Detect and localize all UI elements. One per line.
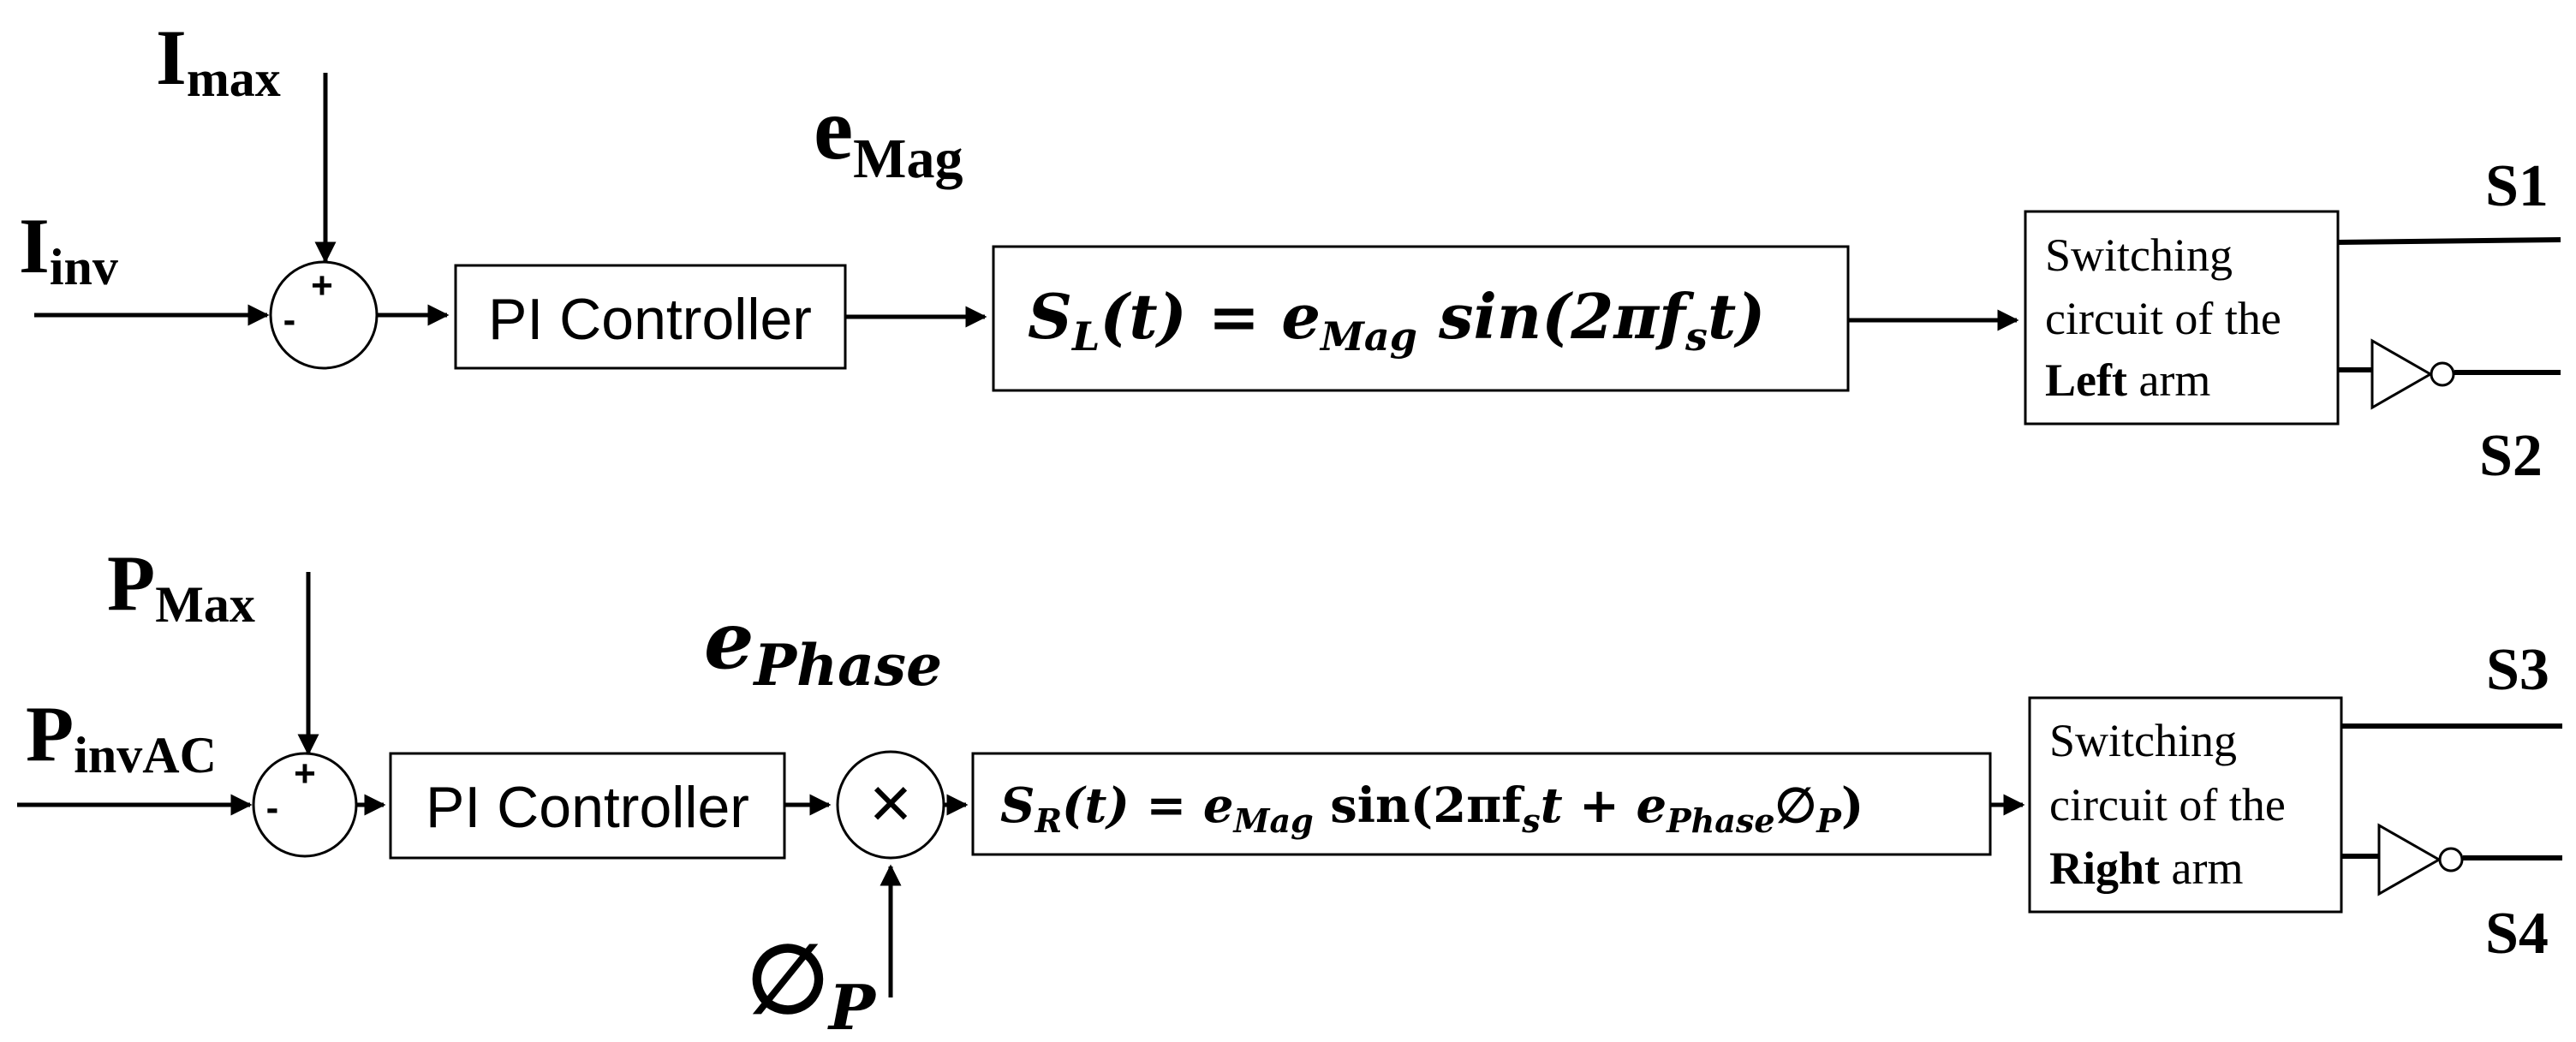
sum-minus-top: - — [283, 299, 296, 341]
imax-label: Imax — [156, 14, 281, 107]
not-gate-left-bubble-icon — [2430, 361, 2455, 387]
switching-circuit-right-block — [2028, 696, 2343, 914]
sum-minus-bottom: - — [266, 787, 279, 829]
switching-right-line3: Right arm — [2049, 843, 2243, 894]
s1-label: S1 — [2485, 153, 2549, 219]
sum-plus-bottom: + — [294, 753, 316, 795]
top-control-loop: Imax Iinv + - PI Controller eMag SL(t) =… — [19, 14, 2561, 489]
equation-right: SR(t) = eMag sin(2πfst + ePhase∅P) — [1000, 777, 1863, 840]
bottom-control-loop: PMax PinvAC + - PI Controller ePhase × ∅… — [17, 539, 2562, 1042]
equation-left: SL(t) = eMag sin(2πfst) — [1028, 280, 1765, 360]
not-gate-right-bubble-icon — [2438, 847, 2464, 872]
pinvac-label: PinvAC — [26, 690, 217, 783]
s4-label: S4 — [2485, 901, 2549, 967]
emag-label: eMag — [814, 80, 963, 190]
pi-controller-label-top: PI Controller — [488, 287, 812, 352]
switching-left-line2: circuit of the — [2045, 293, 2281, 344]
switching-left-line3: Left arm — [2045, 354, 2210, 406]
switching-circuit-left-block — [2024, 210, 2340, 426]
not-gate-left-icon — [2370, 338, 2434, 410]
pi-controller-block-bottom — [389, 752, 786, 860]
switching-right-line1: Switching — [2049, 715, 2237, 766]
s1-output-line — [2337, 237, 2561, 245]
ephase-label: ePhase — [704, 594, 942, 699]
s3-label: S3 — [2486, 637, 2549, 703]
multiplier-icon: × — [869, 762, 912, 844]
not-gate-right-icon — [2377, 823, 2442, 896]
switching-left-line1: Switching — [2045, 229, 2233, 281]
sum-plus-top: + — [311, 265, 333, 307]
s2-label: S2 — [2479, 423, 2543, 489]
equation-block-right — [971, 752, 1992, 856]
equation-block-left — [992, 245, 1850, 392]
switching-right-line2: circuit of the — [2049, 779, 2286, 831]
phi-p-label: ∅P — [747, 924, 877, 1042]
pi-controller-label-bottom: PI Controller — [426, 775, 749, 840]
pi-controller-block-top — [454, 264, 847, 370]
iinv-label: Iinv — [19, 202, 118, 295]
pmax-label: PMax — [107, 539, 255, 633]
